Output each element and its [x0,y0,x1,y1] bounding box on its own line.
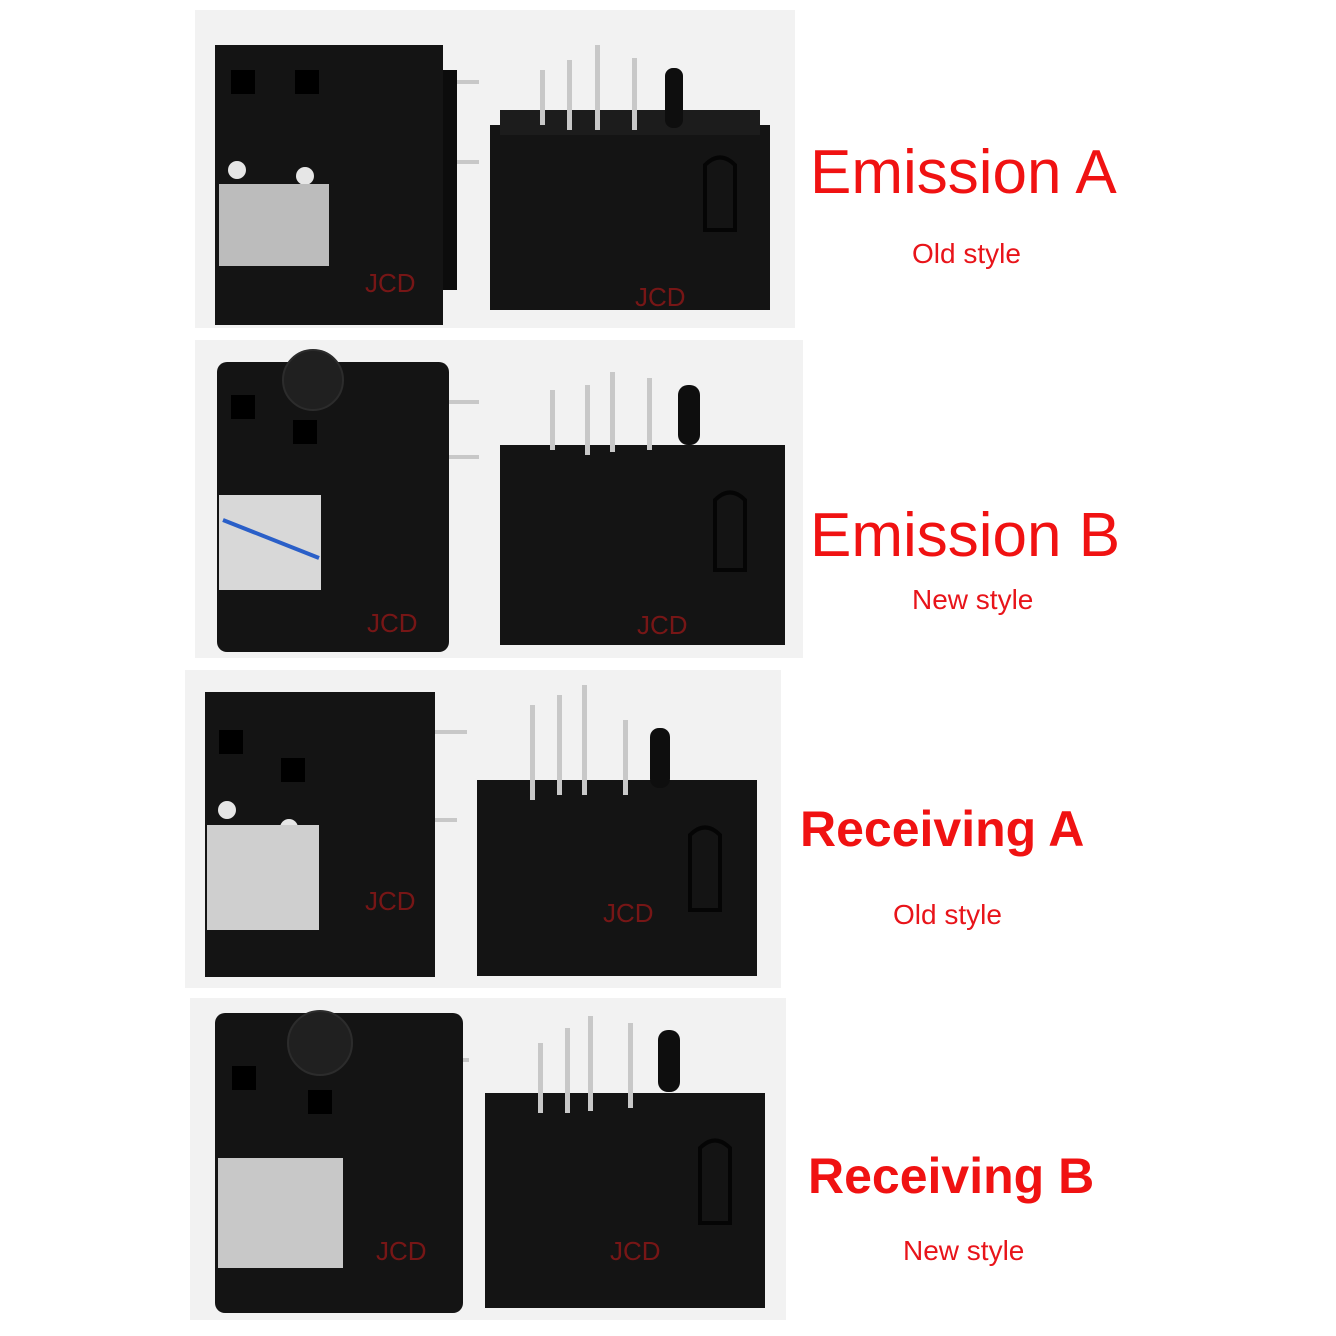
watermark-text: JCD [603,898,654,928]
product-title: Emission B [810,501,1121,570]
connector-photo: JCD JCD [217,349,785,652]
style-subtitle: Old style [893,899,1002,930]
style-subtitle: Old style [912,238,1021,269]
connector-rear-view [485,1016,765,1308]
watermark-text: JCD [610,1236,661,1266]
photo-panel-emission-b: JCD JCD [195,340,803,658]
style-subtitle: New style [903,1235,1025,1266]
photo-panel-emission-a: JCD JCD [195,10,795,328]
connector-photo: JCD JCD [215,1010,765,1313]
photo-panel-receiving-a: JCD JCD [185,670,781,988]
watermark-text: JCD [367,608,418,638]
connector-rear-view [500,372,785,645]
watermark-text: JCD [637,610,688,640]
connector-photo: JCD JCD [205,685,757,977]
product-title: Receiving B [808,1148,1095,1204]
connector-front-view [217,349,479,652]
connector-photo: JCD JCD [215,45,770,325]
photo-panel-receiving-b: JCD JCD [190,998,786,1320]
style-subtitle: New style [912,584,1034,615]
connector-front-view [205,692,467,977]
product-title: Emission A [810,138,1117,207]
watermark-text: JCD [365,268,416,298]
product-title: Receiving A [800,801,1085,857]
watermark-text: JCD [635,282,686,312]
watermark-text: JCD [376,1236,427,1266]
watermark-text: JCD [365,886,416,916]
connector-rear-view [490,45,770,310]
connector-rear-view [477,685,757,976]
connector-front-view [215,1010,469,1313]
connector-front-view [215,45,479,325]
